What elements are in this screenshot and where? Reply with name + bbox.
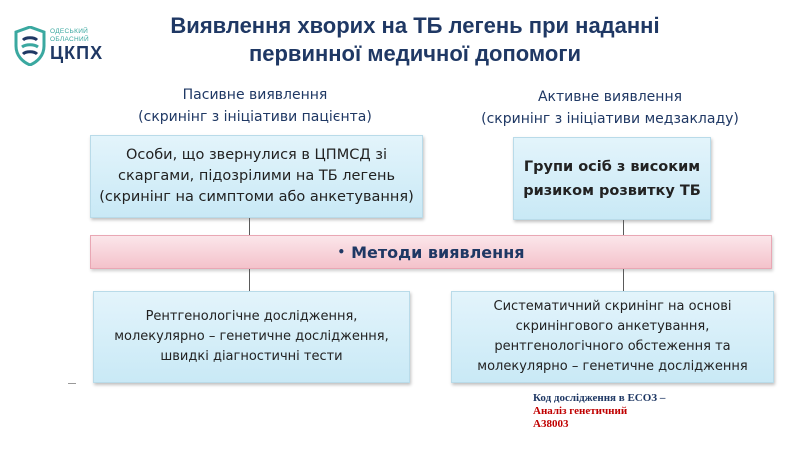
logo-subtitle-line: обласний: [50, 35, 89, 43]
divider: [68, 383, 76, 384]
connector-line: [249, 218, 250, 235]
logo: одеський обласний ЦКПХ: [14, 26, 124, 66]
active-box-line: ризиком розвитку ТБ: [523, 182, 701, 199]
active-heading-line: Активне виявлення: [537, 89, 683, 105]
passive-heading: Пасивне виявлення (скринінг з ініціативи…: [110, 84, 400, 128]
passive-method-line: Рентгенологічне дослідження,: [145, 309, 358, 324]
logo-name: ЦКПХ: [50, 43, 104, 63]
active-methods-box: Систематичний скринінг на основі скринін…: [451, 291, 774, 383]
connector-line: [249, 269, 250, 291]
passive-heading-subline: (скринінг з ініціативи пацієнта): [138, 109, 372, 125]
methods-bar: • Методи виявлення: [90, 235, 772, 269]
passive-heading-line: Пасивне виявлення: [182, 87, 328, 103]
title-line: Виявлення хворих на ТБ легень при наданн…: [170, 13, 660, 38]
active-method-line: молекулярно – генетичне дослідження: [477, 359, 748, 374]
passive-box-line: (скринінг на симптоми або анкетування): [99, 189, 414, 205]
code-note-code: А38003: [533, 418, 569, 430]
shield-logo-icon: [14, 26, 46, 66]
logo-subtitle-line: одеський: [50, 28, 89, 35]
logo-subtitle: одеський обласний: [50, 28, 89, 43]
active-group-box: Групи осіб з високим ризиком розвитку ТБ: [513, 137, 711, 220]
bullet-icon: •: [337, 245, 346, 259]
code-note-heading: Код дослідження в ЕСОЗ –: [533, 392, 666, 404]
passive-method-line: молекулярно – генетичне дослідження,: [114, 329, 389, 344]
active-heading-subline: (скринінг з ініціативи медзакладу): [481, 111, 739, 127]
active-heading: Активне виявлення (скринінг з ініціативи…: [460, 86, 760, 130]
active-box-line: Групи осіб з високим: [523, 158, 701, 175]
page-title: Виявлення хворих на ТБ легень при наданн…: [120, 12, 710, 68]
passive-box-line: скаргами, підозрілими на ТБ легень: [117, 168, 396, 184]
title-line: первинної медичної допомоги: [248, 41, 582, 66]
active-method-line: Систематичний скринінг на основі: [493, 299, 732, 314]
code-note-analysis: Аналіз генетичний: [533, 405, 628, 417]
methods-label: Методи виявлення: [351, 242, 525, 262]
active-method-line: рентгенологічного обстеження та: [494, 339, 731, 354]
passive-method-line: швидкі діагностичні тести: [160, 349, 343, 364]
code-note: Код дослідження в ЕСОЗ – Аналіз генетичн…: [533, 392, 753, 431]
passive-group-box: Особи, що звернулися в ЦПМСД зі скаргами…: [90, 135, 423, 218]
passive-methods-box: Рентгенологічне дослідження, молекулярно…: [93, 291, 410, 383]
connector-line: [623, 220, 624, 235]
passive-box-line: Особи, що звернулися в ЦПМСД зі: [125, 147, 388, 163]
active-method-line: скринінгового анкетування,: [515, 319, 710, 334]
connector-line: [623, 269, 624, 291]
